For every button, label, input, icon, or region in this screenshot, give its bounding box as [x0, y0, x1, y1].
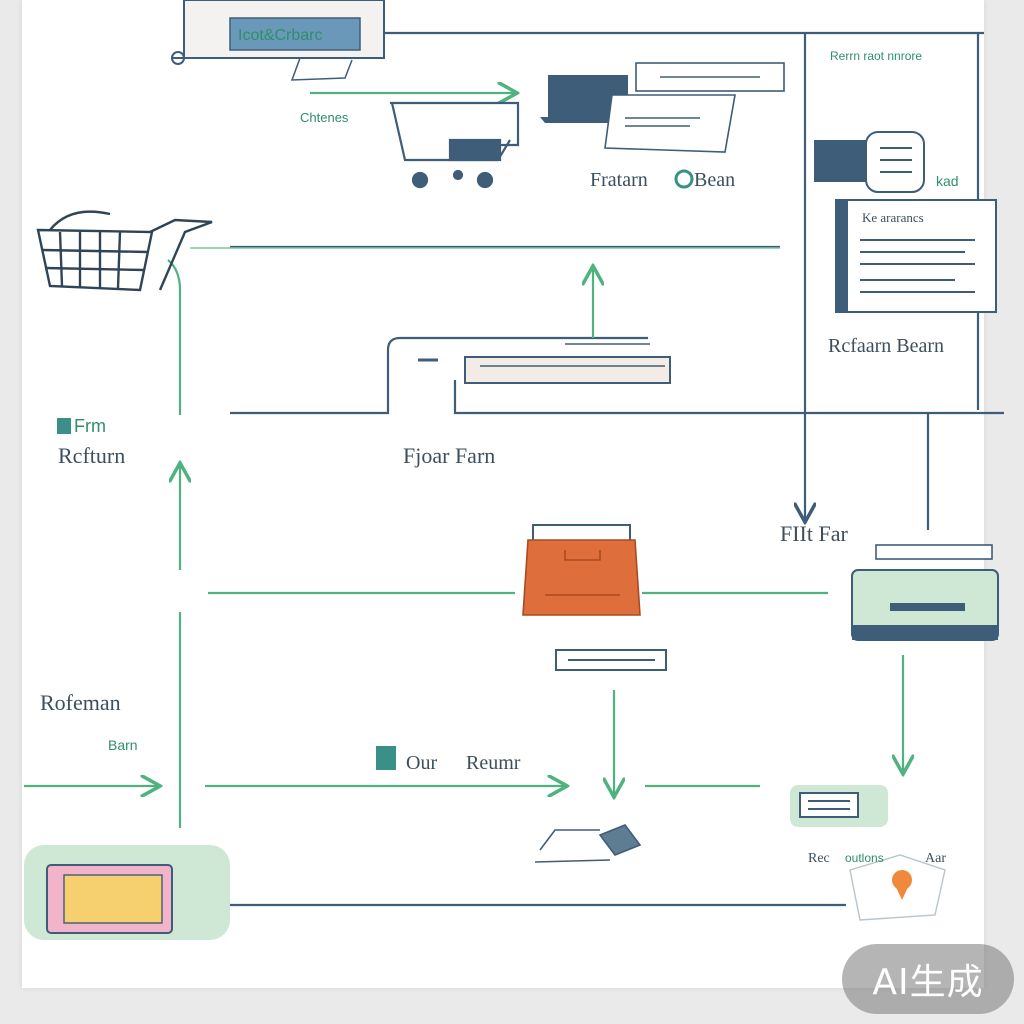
cart-sub-label: Chtenes [300, 110, 349, 125]
mid-right-line [453, 380, 1004, 415]
card-reader-icon [814, 131, 925, 193]
left-form-label: Rcfturn [58, 443, 125, 468]
feature-team-label: Fratarn [590, 169, 648, 191]
our-return-label-a: Our [406, 752, 437, 774]
top-sign-label: Icot&Crbarc [238, 27, 322, 44]
receipt-icon [604, 62, 785, 153]
left-bottom-title: Rofeman [40, 690, 121, 715]
team-marker [674, 169, 694, 189]
tray-icon [418, 343, 671, 384]
rec-label-a: Rec [808, 851, 830, 866]
shopping-cart-sign-icon [171, 0, 385, 81]
refran-team-label: Rcfaarn Bearn [828, 335, 944, 357]
tablet-icon [24, 845, 230, 940]
feature-team-label-b: Bean [694, 169, 735, 191]
doc-header-label: Ke ararancs [862, 210, 924, 225]
document-icon [835, 199, 997, 313]
rec-label-b: outlons [845, 851, 884, 865]
left-bottom-sub: Barn [108, 737, 138, 753]
bag-icon [522, 524, 641, 616]
left-vertical-top [167, 259, 182, 415]
terminal-icon [790, 785, 888, 827]
basket-icon [36, 210, 213, 292]
mid-left-line [230, 336, 648, 415]
printer-icon [851, 544, 999, 641]
rec-label-c: Aar [925, 851, 946, 866]
shopping-cart-icon [390, 101, 520, 189]
card-slot-icon [555, 649, 667, 671]
flit-far-label: FIIt Far [780, 521, 849, 546]
return-marker [376, 746, 396, 770]
kad-label: kad [936, 173, 959, 189]
our-return-label-b: Reumr [466, 752, 521, 774]
green-connectors [24, 93, 903, 828]
center-form-label: Fjoar Farn [403, 443, 495, 468]
map-pin-icon [849, 854, 946, 921]
ai-generated-badge: AI生成 [842, 944, 1014, 1014]
left-form-top-label: Frm [74, 416, 106, 436]
hand-icon [534, 824, 642, 863]
top-right-header: Rerrn raot nnrore [830, 49, 922, 63]
left-form-marker [57, 418, 71, 434]
